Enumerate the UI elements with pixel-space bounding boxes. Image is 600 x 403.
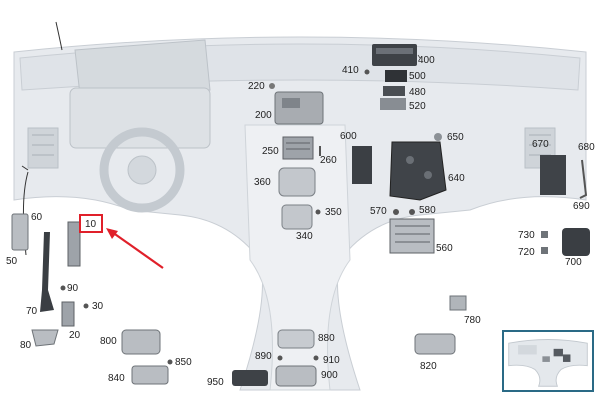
callout-730: 730 xyxy=(518,230,535,241)
left-vent xyxy=(27,127,59,169)
part-400 xyxy=(372,44,417,66)
callout-60: 60 xyxy=(31,212,43,223)
callout-720: 720 xyxy=(518,247,535,258)
callout-480: 480 xyxy=(409,87,426,98)
callout-910: 910 xyxy=(323,355,340,366)
part-840 xyxy=(131,365,169,385)
instrument-hood xyxy=(74,39,211,96)
callout-200: 200 xyxy=(255,110,272,121)
part-910 xyxy=(313,355,319,361)
steering-wheel xyxy=(99,127,185,213)
part-730 xyxy=(541,231,548,238)
part-950 xyxy=(232,370,268,386)
part-70 xyxy=(40,232,54,312)
callout-50: 50 xyxy=(6,256,18,267)
part-250 xyxy=(282,136,314,160)
callout-600: 600 xyxy=(340,131,357,142)
callout-350: 350 xyxy=(325,207,342,218)
callout-690: 690 xyxy=(573,201,590,212)
part-580 xyxy=(409,209,415,215)
callout-850: 850 xyxy=(175,357,192,368)
callout-560: 560 xyxy=(436,243,453,254)
callout-650: 650 xyxy=(447,132,464,143)
pointer-arrow-head xyxy=(106,228,118,239)
callout-360: 360 xyxy=(254,177,271,188)
thumbnail-illustration xyxy=(508,339,588,387)
part-360 xyxy=(278,167,316,197)
part-820 xyxy=(414,333,456,355)
part-600 xyxy=(352,146,372,184)
callout-520: 520 xyxy=(409,101,426,112)
callout-10: 10 xyxy=(85,219,97,230)
callout-580: 580 xyxy=(419,205,436,216)
part-850 xyxy=(167,359,173,365)
part-900 xyxy=(275,365,317,387)
part-410 xyxy=(364,69,370,75)
part-30 xyxy=(83,303,89,309)
display-screen xyxy=(69,87,211,149)
part-90 xyxy=(60,285,66,291)
callout-90: 90 xyxy=(67,283,79,294)
callout-900: 900 xyxy=(321,370,338,381)
callout-640: 640 xyxy=(448,173,465,184)
callout-800: 800 xyxy=(100,336,117,347)
callout-70: 70 xyxy=(26,306,38,317)
callout-260: 260 xyxy=(320,155,337,166)
callout-30: 30 xyxy=(92,301,104,312)
pointer-arrow-line xyxy=(111,231,164,269)
part-520 xyxy=(380,98,406,110)
part-650 xyxy=(434,133,442,141)
part-890 xyxy=(277,355,283,361)
part-680 xyxy=(579,159,588,199)
part-560 xyxy=(389,218,435,254)
part-340 xyxy=(281,204,313,230)
callout-220: 220 xyxy=(248,81,265,92)
callout-950: 950 xyxy=(207,377,224,388)
callout-890: 890 xyxy=(255,351,272,362)
part-720 xyxy=(541,247,548,254)
callout-670: 670 xyxy=(532,139,549,150)
part-220 xyxy=(269,83,275,89)
callout-340: 340 xyxy=(296,231,313,242)
callout-500: 500 xyxy=(409,71,426,82)
part-500 xyxy=(385,70,407,82)
part-780 xyxy=(449,295,467,311)
part-80 xyxy=(31,329,59,347)
callout-250: 250 xyxy=(262,146,279,157)
part-700 xyxy=(562,228,590,256)
part-60 xyxy=(67,221,81,267)
part-880 xyxy=(277,329,315,349)
part-570 xyxy=(393,209,399,215)
part-350 xyxy=(315,209,321,215)
overview-thumbnail[interactable] xyxy=(502,330,594,392)
callout-410: 410 xyxy=(342,65,359,76)
part-670 xyxy=(540,155,566,195)
callout-820: 820 xyxy=(420,361,437,372)
callout-880: 880 xyxy=(318,333,335,344)
callout-400: 400 xyxy=(418,55,435,66)
part-50 xyxy=(11,213,29,251)
part-20 xyxy=(61,301,75,327)
callout-700: 700 xyxy=(565,257,582,268)
part-640 xyxy=(389,141,447,201)
callout-680: 680 xyxy=(578,142,595,153)
callout-780: 780 xyxy=(464,315,481,326)
callout-20: 20 xyxy=(69,330,81,341)
callout-570: 570 xyxy=(370,206,387,217)
center-console xyxy=(244,124,351,391)
callout-80: 80 xyxy=(20,340,32,351)
part-480 xyxy=(383,86,405,96)
highlight-box xyxy=(79,214,103,233)
part-800 xyxy=(121,329,161,355)
callout-840: 840 xyxy=(108,373,125,384)
